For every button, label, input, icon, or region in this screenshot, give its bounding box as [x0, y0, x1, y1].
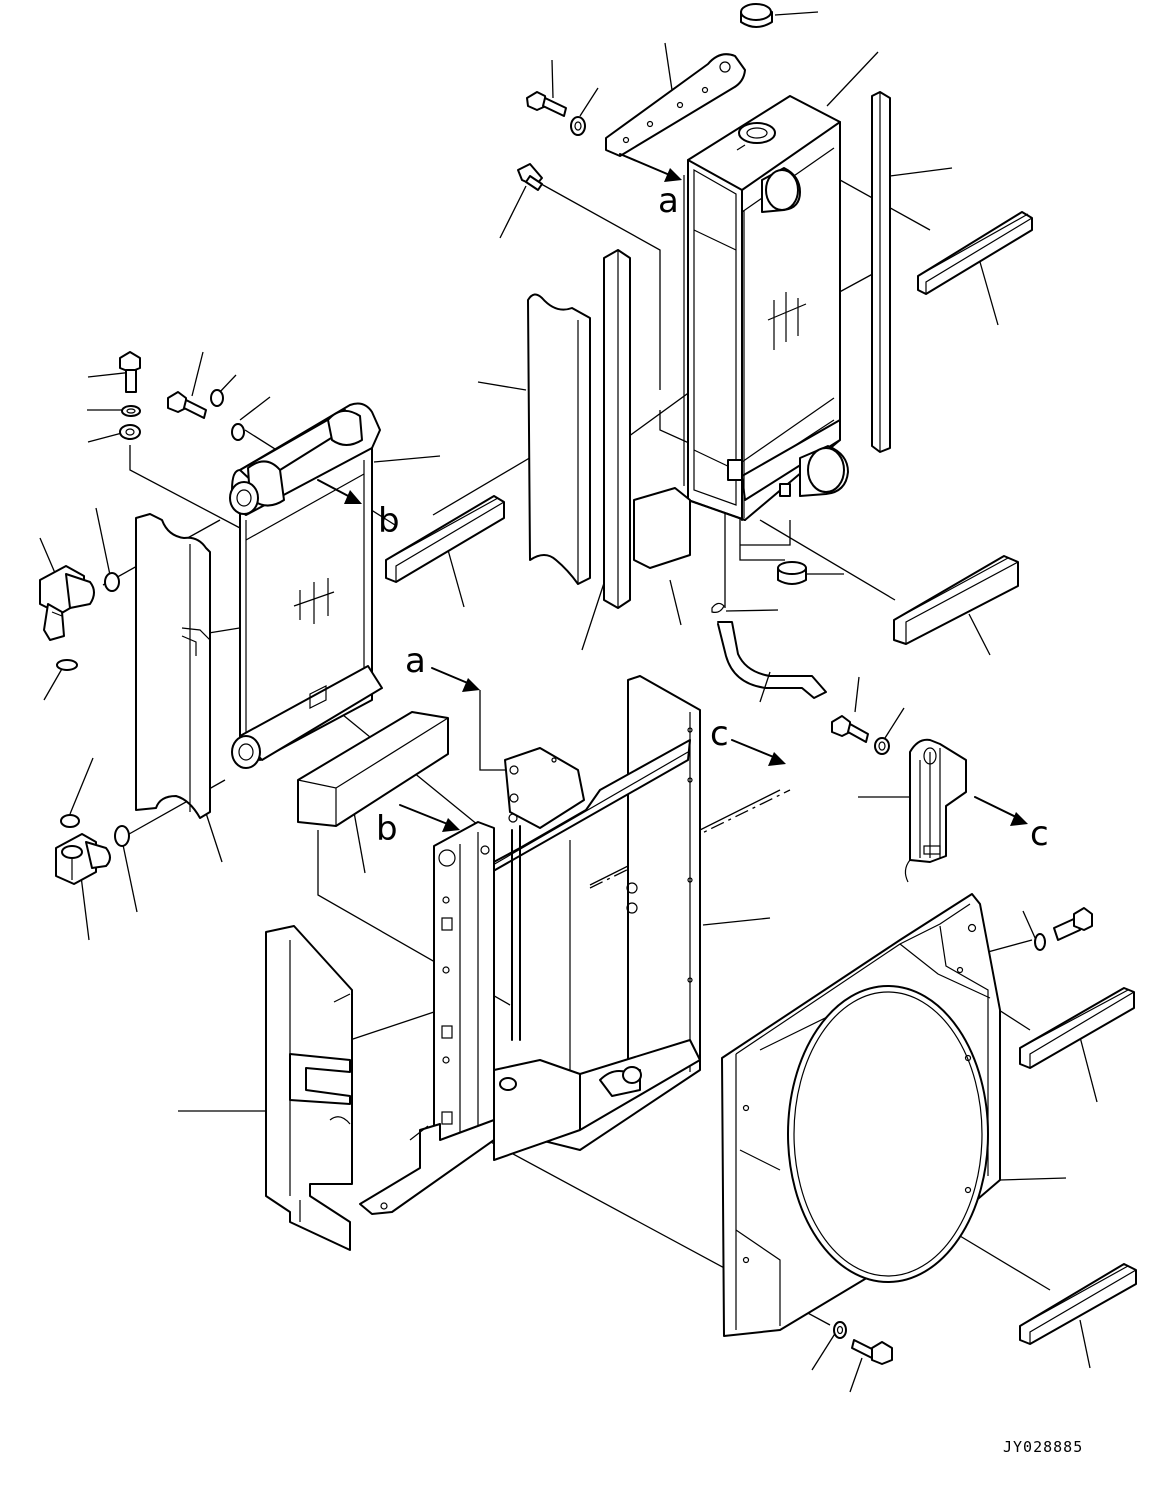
fan-shroud [721, 893, 1001, 1337]
washer-right-middle [874, 737, 890, 755]
washer-left-lower [119, 424, 141, 440]
bolt-shroud-bottom [851, 1339, 893, 1365]
ref-label-c-right: c [1030, 814, 1049, 854]
reference-labels: a b a b c c [376, 181, 1049, 854]
foam-strip-shroud-upper [1019, 987, 1135, 1069]
ref-label-b-frame: b [376, 809, 398, 849]
ref-label-a-top: a [658, 181, 679, 221]
foam-strip-right-lower [893, 555, 1019, 645]
foam-strip-right-upper [917, 211, 1033, 295]
clip [711, 602, 725, 613]
stay-bracket [904, 738, 967, 883]
bolt-shroud-top [1034, 907, 1093, 951]
washer-left-upper [121, 405, 141, 417]
washers-cooler [210, 389, 245, 441]
cushion-pad [633, 487, 691, 569]
bolt-right-middle [831, 715, 869, 743]
bolt-cooler [167, 391, 207, 419]
bolt-top-left [526, 91, 567, 117]
washer-top [570, 116, 586, 136]
foam-block [297, 711, 449, 827]
drain-hose [717, 621, 827, 699]
bolt-left-vertical [119, 351, 141, 393]
o-ring-lower-right [114, 825, 130, 847]
ref-label-c-frame: c [710, 714, 729, 754]
ref-label-a-frame: a [405, 641, 426, 681]
foam-strip-center-vertical [603, 249, 631, 609]
foam-strip-diagonal [385, 495, 505, 583]
seal-plate-left [135, 513, 211, 819]
o-ring-upper [104, 572, 120, 592]
reference-arrows [317, 153, 1028, 832]
mounting-bracket-top [605, 53, 746, 157]
radiator-guard-frame [359, 675, 701, 1215]
elbow-fitting-lower [55, 833, 111, 885]
side-baffle-plate [265, 925, 353, 1251]
oil-cooler [229, 402, 383, 769]
drain-cock-top [517, 163, 543, 191]
o-ring-lower [60, 814, 80, 828]
elbow-fitting-upper [39, 565, 95, 641]
seal-plate-center [527, 293, 591, 585]
radiator-core-assembly [683, 95, 849, 521]
foam-strip-right-vertical [871, 91, 891, 453]
o-ring-left [56, 659, 78, 671]
drain-plug [777, 561, 807, 585]
washer-shroud-bottom [833, 1321, 847, 1339]
drawing-code: JY028885 [1003, 1438, 1083, 1456]
foam-strip-shroud-lower [1019, 1263, 1137, 1345]
radiator-cap [740, 3, 773, 28]
ref-label-b-top: b [378, 501, 400, 541]
